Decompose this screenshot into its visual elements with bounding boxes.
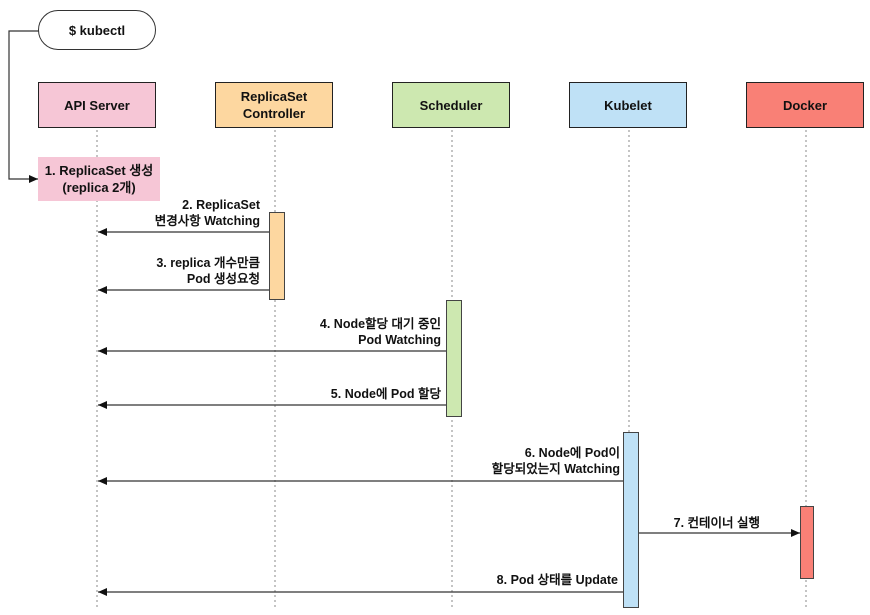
participant-api-server-label: API Server [64, 97, 130, 113]
message-label-4: 4. Node할당 대기 중인 Pod Watching [319, 317, 441, 347]
activation-kubelet [623, 432, 639, 608]
participant-kubelet-label: Kubelet [604, 97, 652, 113]
message-label-6: 6. Node에 Pod이 할당되었는지 Watching [491, 446, 620, 476]
message-label-8: 8. Pod 상태를 Update [496, 573, 618, 587]
message-label-7: 7. 컨테이너 실행 [673, 516, 760, 530]
activation-docker [800, 506, 814, 579]
kubectl-command: $ kubectl [38, 10, 156, 50]
activation-scheduler [446, 300, 462, 417]
participant-docker: Docker [746, 82, 864, 128]
participant-scheduler-label: Scheduler [419, 97, 483, 113]
participant-replicaset-controller-label: ReplicaSet Controller [240, 89, 308, 121]
participant-docker-label: Docker [782, 97, 828, 113]
message-label-5: 5. Node에 Pod 할당 [330, 387, 441, 401]
message-label-3: 3. replica 개수만큼 Pod 생성요청 [156, 256, 260, 286]
replicaset-create-note-text: 1. ReplicaSet 생성 (replica 2개) [44, 163, 154, 195]
message-label-2: 2. ReplicaSet 변경사항 Watching [154, 198, 260, 228]
activation-replicaset-controller [269, 212, 285, 300]
participant-kubelet: Kubelet [569, 82, 687, 128]
participant-replicaset-controller: ReplicaSet Controller [215, 82, 333, 128]
replicaset-create-note: 1. ReplicaSet 생성 (replica 2개) [38, 157, 160, 201]
participant-scheduler: Scheduler [392, 82, 510, 128]
kubectl-connector-line [8, 30, 40, 183]
participant-api-server: API Server [38, 82, 156, 128]
